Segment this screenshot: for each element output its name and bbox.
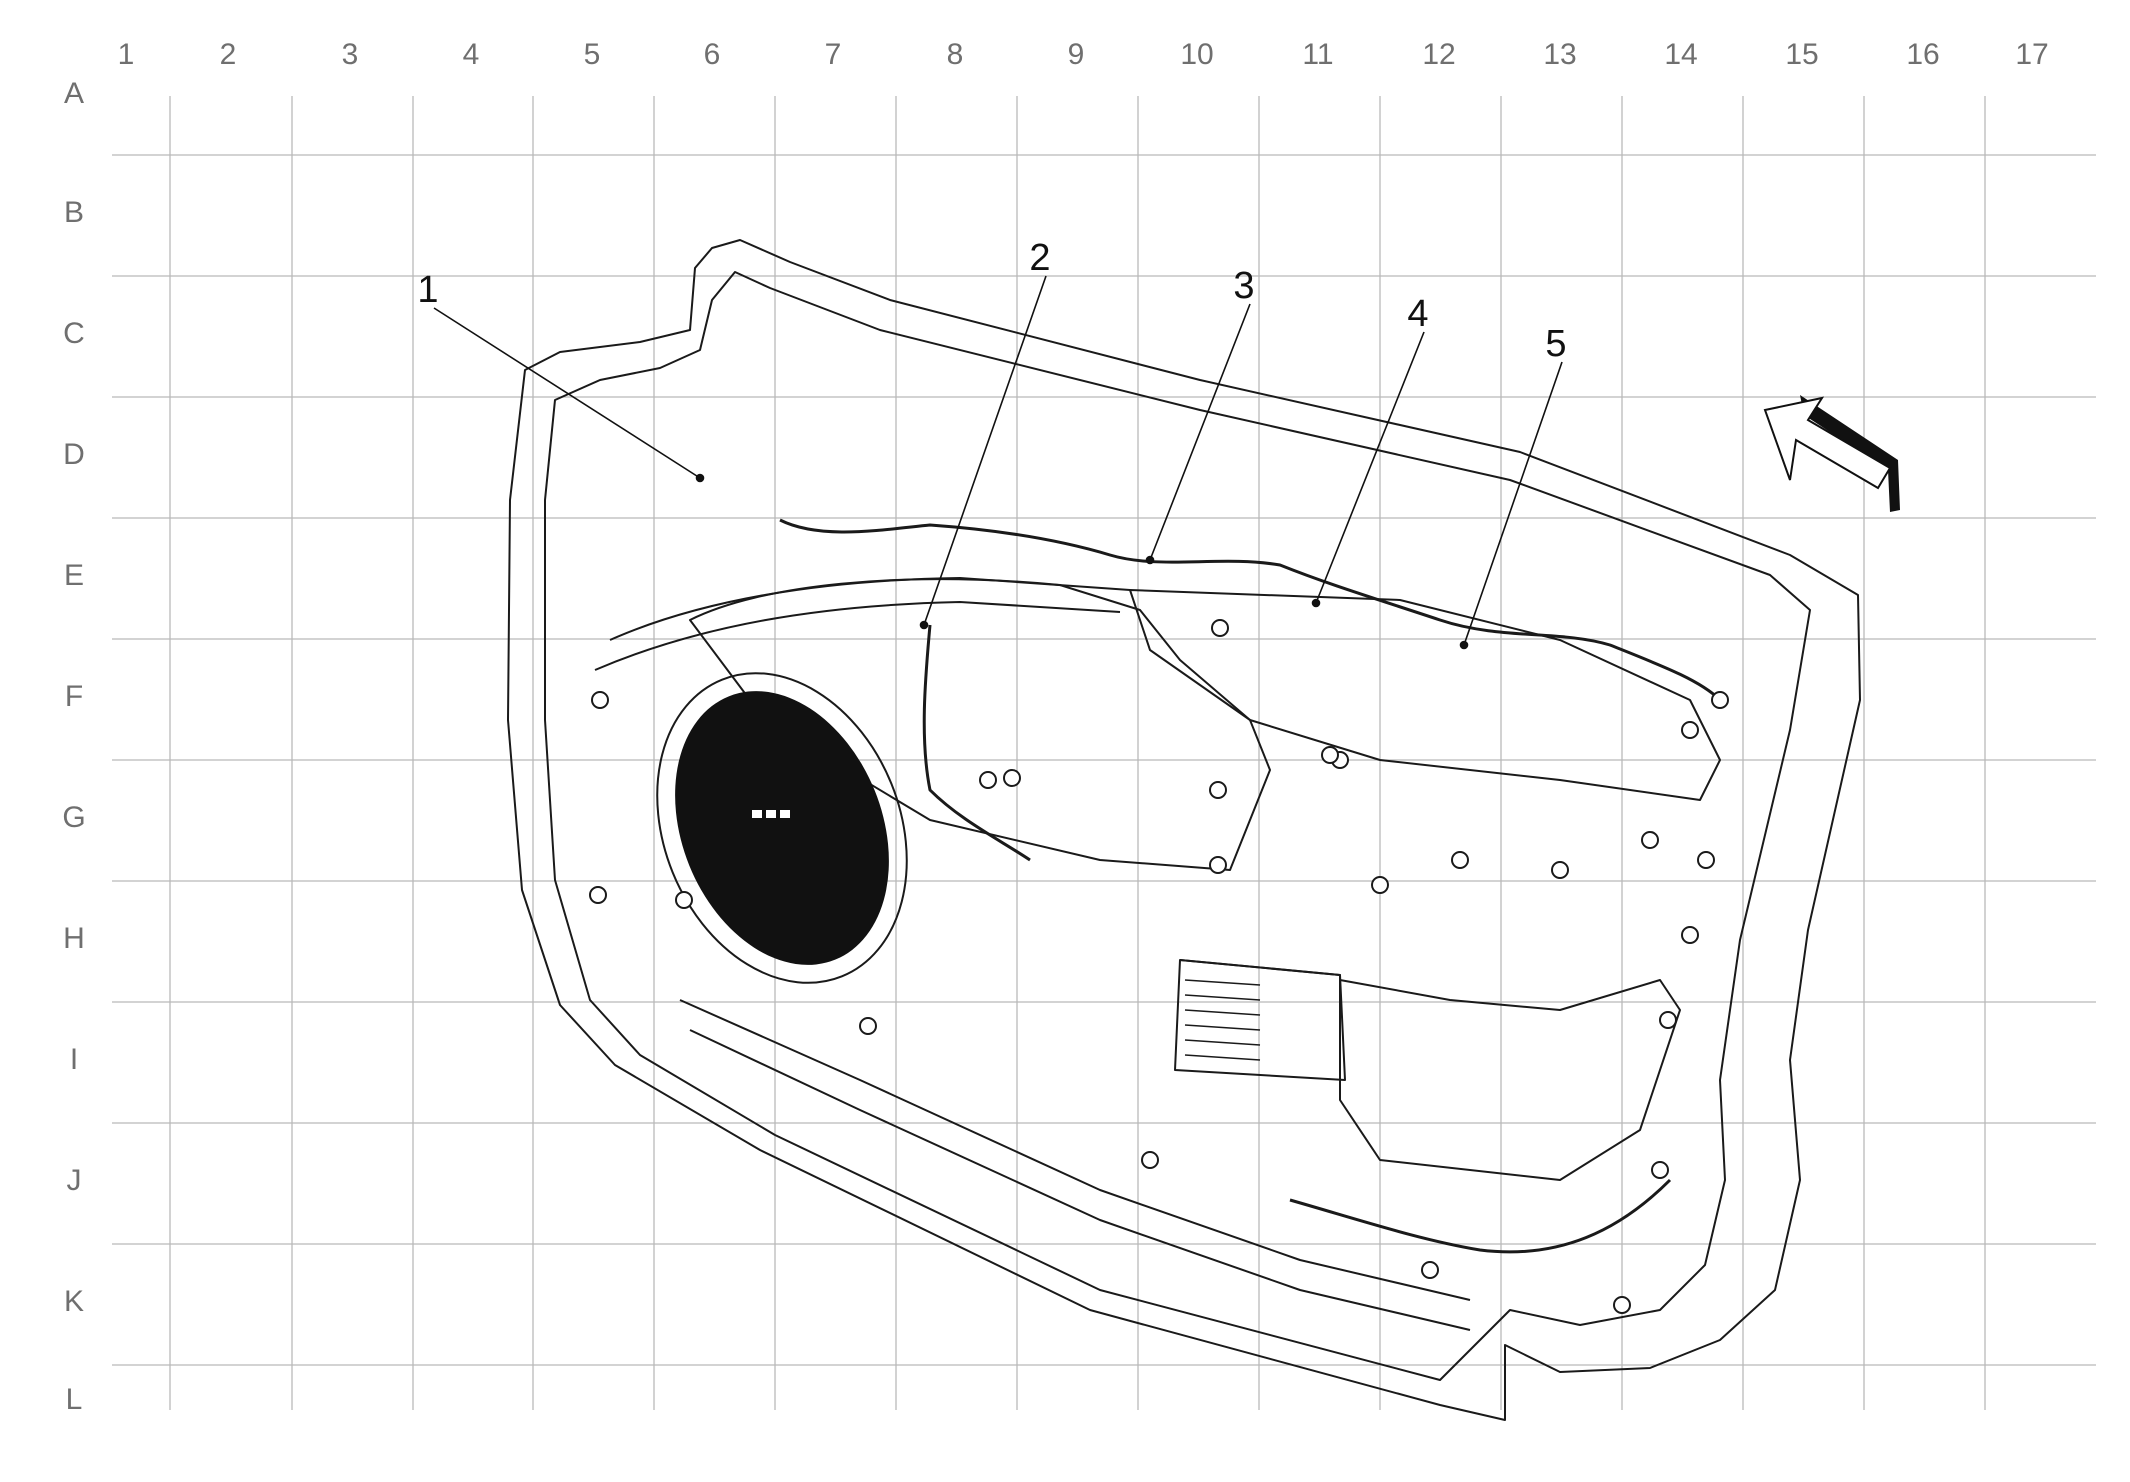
grid-row-label: A <box>63 77 85 110</box>
bolt-head <box>859 1017 877 1035</box>
amplifier-fins <box>1184 979 1261 1061</box>
lower-storage-pocket <box>1179 959 1681 1181</box>
callout-leader-dot <box>1145 555 1155 565</box>
callout-leader-dot <box>1459 640 1469 650</box>
amplifier-module <box>1174 959 1346 1081</box>
grid-column-label: 1 <box>117 38 135 71</box>
callout-number: 2 <box>1029 237 1051 279</box>
wiring-harness <box>779 518 1722 702</box>
bolt-head <box>1697 851 1715 869</box>
callout-number: 1 <box>417 269 439 311</box>
upper-beam-2 <box>594 601 1121 671</box>
bolt-head <box>675 891 693 909</box>
door-outer-outline <box>507 239 1861 1421</box>
bolt-head <box>1209 856 1227 874</box>
bolt-head <box>979 771 997 789</box>
lower-trim-rail-2 <box>689 1029 1471 1331</box>
grid-column-label: 4 <box>462 38 480 71</box>
bolt-head <box>1641 831 1659 849</box>
bolt-head <box>591 691 609 709</box>
bolt-head <box>1711 691 1729 709</box>
bolt-head <box>1321 746 1339 764</box>
speaker-grille <box>675 691 889 965</box>
callout-leaders <box>433 275 1563 650</box>
grid-row-label: B <box>63 196 85 229</box>
callout-number: 5 <box>1545 323 1567 365</box>
bolt-head <box>1003 769 1021 787</box>
bolt-head <box>1659 1011 1677 1029</box>
arrow-body <box>1763 396 1892 490</box>
bolt-head <box>1141 1151 1159 1169</box>
callout-number: 4 <box>1407 293 1429 335</box>
callout-leader-line <box>923 275 1047 626</box>
bolt-head <box>1211 619 1229 637</box>
grid-row-label: C <box>63 317 85 350</box>
bolt-head <box>1421 1261 1439 1279</box>
speaker-logo <box>752 810 790 818</box>
bolt-head <box>1209 781 1227 799</box>
grid-column-label: 13 <box>1543 38 1577 71</box>
grid-lines <box>112 96 2096 1410</box>
grid-column-label: 2 <box>219 38 237 71</box>
bolt-head <box>1613 1296 1631 1314</box>
bolt-head <box>1451 851 1469 869</box>
speaker-outer-ring <box>656 672 908 984</box>
grid-row-label: E <box>63 559 85 592</box>
callout-leader-line <box>433 307 701 479</box>
grid-row-label: K <box>63 1285 85 1318</box>
grid-column-label: 15 <box>1785 38 1819 71</box>
grid-column-label: 14 <box>1664 38 1698 71</box>
lower-harness <box>1289 1178 1672 1254</box>
grid-column-label: 12 <box>1422 38 1456 71</box>
callout-leader-line <box>1463 361 1563 646</box>
callout-leader-dot <box>919 620 929 630</box>
grid-column-label: 17 <box>2015 38 2049 71</box>
grid-row-label: G <box>62 801 86 834</box>
grid-column-label: 5 <box>583 38 601 71</box>
bolt-head <box>1651 1161 1669 1179</box>
callout-number: 3 <box>1233 265 1255 307</box>
grid-row-label: I <box>69 1043 79 1076</box>
arrow-shadow <box>1800 395 1900 512</box>
bolt-head <box>1681 926 1699 944</box>
grid-column-label: 10 <box>1180 38 1214 71</box>
grid-column-label: 6 <box>703 38 721 71</box>
wiring-harness-drop <box>922 624 1031 862</box>
door-inner-outline <box>544 271 1811 1381</box>
upper-beam <box>609 577 1131 641</box>
grid-column-label: 7 <box>824 38 842 71</box>
bolt-head <box>1551 861 1569 879</box>
door-panel <box>507 239 1861 1421</box>
mounting-bolts <box>589 619 1729 1314</box>
front-direction-arrow <box>1763 395 1900 512</box>
grid-column-label: 8 <box>946 38 964 71</box>
grid-column-label: 3 <box>341 38 359 71</box>
bolt-head <box>1681 721 1699 739</box>
callout-leader-line <box>1149 303 1251 561</box>
grid-row-label: H <box>63 922 85 955</box>
callout-leader-dot <box>1311 598 1321 608</box>
grid-row-label: D <box>63 438 85 471</box>
bolt-head <box>589 886 607 904</box>
grid-column-label: 9 <box>1067 38 1085 71</box>
grid-row-label: F <box>64 680 84 713</box>
callout-leader-dot <box>695 473 705 483</box>
window-switch-bezel <box>1129 589 1721 801</box>
bolt-head <box>1371 876 1389 894</box>
grid-column-label: 11 <box>1302 38 1334 71</box>
grid-row-label: L <box>65 1383 83 1416</box>
grid-column-label: 16 <box>1906 38 1940 71</box>
callout-leader-line <box>1315 331 1425 604</box>
lower-trim-rail <box>679 999 1471 1301</box>
grid-row-label: J <box>66 1164 82 1197</box>
